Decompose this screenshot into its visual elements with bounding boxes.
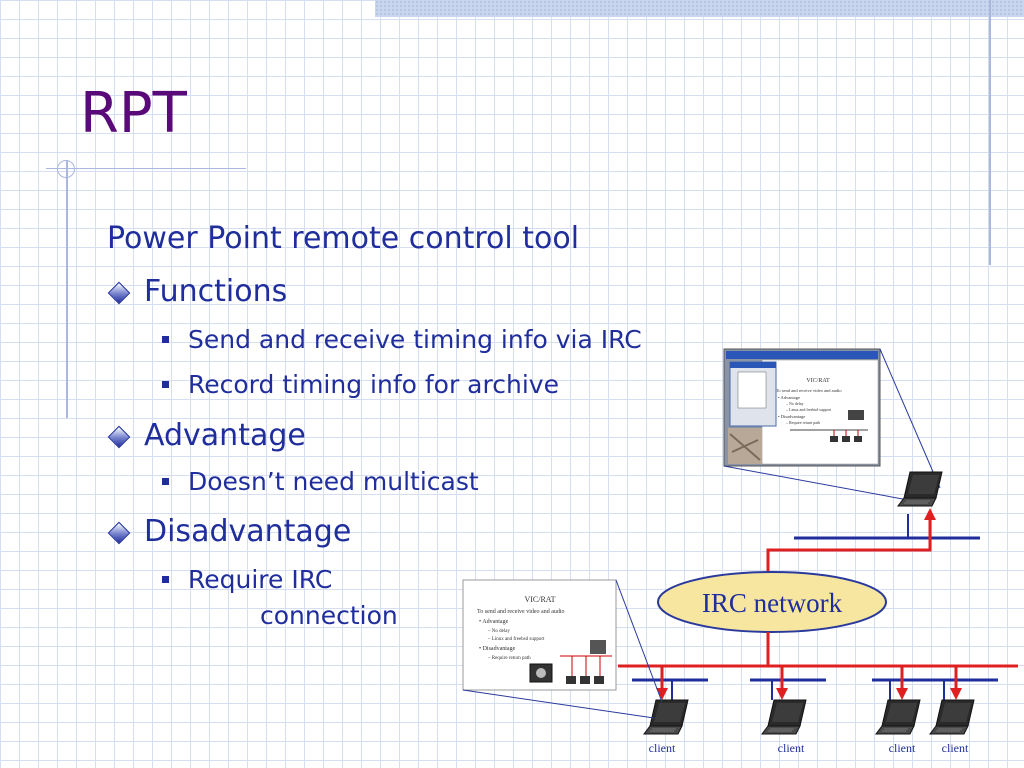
upper-thumbnail-line: – Require return path — [785, 420, 820, 425]
mini-client-icon — [594, 676, 604, 684]
slide-title: RPT — [80, 81, 187, 146]
irc-network-label: IRC network — [702, 588, 843, 618]
bullet-intro: Power Point remote control tool — [107, 221, 580, 256]
client-laptop-icon — [875, 699, 921, 735]
sub-bullet-require-irc-continued: connection — [260, 601, 398, 630]
title-underline-rule — [46, 168, 246, 169]
client-laptop-icon — [761, 699, 807, 735]
client-label: client — [889, 741, 916, 755]
square-bullet-icon — [162, 576, 169, 583]
arrow-down-icon — [656, 688, 668, 700]
callout-line — [879, 348, 941, 489]
upper-thumbnail-line: To send and receive video and audio — [776, 388, 842, 393]
square-bullet-icon — [162, 381, 169, 388]
lower-thumbnail-line: – No delay — [487, 629, 510, 634]
presenter-screen-thumbnail: VIC/RAT To send and receive video and au… — [723, 348, 881, 467]
lower-thumbnail-title: VIC/RAT — [524, 595, 555, 604]
presenter-laptop-icon — [897, 471, 943, 507]
top-decorative-band — [375, 0, 1024, 17]
lower-thumbnail-line: – Linux and freebsd support — [487, 637, 545, 642]
lower-thumbnail-line: – Require return path — [487, 656, 531, 661]
mini-laptop-icon — [590, 640, 606, 654]
upper-thumbnail-title: VIC/RAT — [806, 378, 830, 384]
upper-thumbnail-line: – Linux and freebsd support — [785, 407, 832, 412]
lower-thumbnail-line: • Disadvantage — [479, 646, 516, 652]
mini-client-icon — [566, 676, 576, 684]
arrow-down-icon — [950, 688, 962, 700]
upper-thumbnail-line: • Disadvantage — [778, 414, 805, 419]
left-vertical-rule — [66, 160, 68, 418]
mini-camera-icon — [536, 668, 546, 678]
client-label: client — [778, 741, 805, 755]
square-bullet-icon — [162, 336, 169, 343]
lower-thumbnail-line: • Advantage — [479, 619, 509, 625]
client-label: client — [649, 741, 676, 755]
irc-network-node — [657, 571, 887, 633]
upper-thumbnail-line: • Advantage — [778, 395, 800, 400]
callout-line — [615, 579, 663, 703]
client-label: client — [942, 741, 969, 755]
mini-client-icon — [580, 676, 590, 684]
client-slide-thumbnail: VIC/RAT To send and receive video and au… — [462, 579, 617, 691]
right-vertical-rule — [989, 0, 991, 265]
client-laptop-icon — [929, 699, 975, 735]
lower-thumbnail-line: To send and receive video and audio — [477, 609, 565, 615]
arrow-down-icon — [776, 688, 788, 700]
callout-line — [462, 689, 655, 719]
square-bullet-icon — [162, 478, 169, 485]
rule-circle-ornament — [57, 160, 75, 178]
arrow-down-icon — [896, 688, 908, 700]
arrow-up-icon — [924, 508, 936, 520]
client-links — [656, 666, 962, 700]
callout-line — [723, 465, 909, 501]
upper-thumbnail-line: – No delay — [785, 401, 804, 406]
